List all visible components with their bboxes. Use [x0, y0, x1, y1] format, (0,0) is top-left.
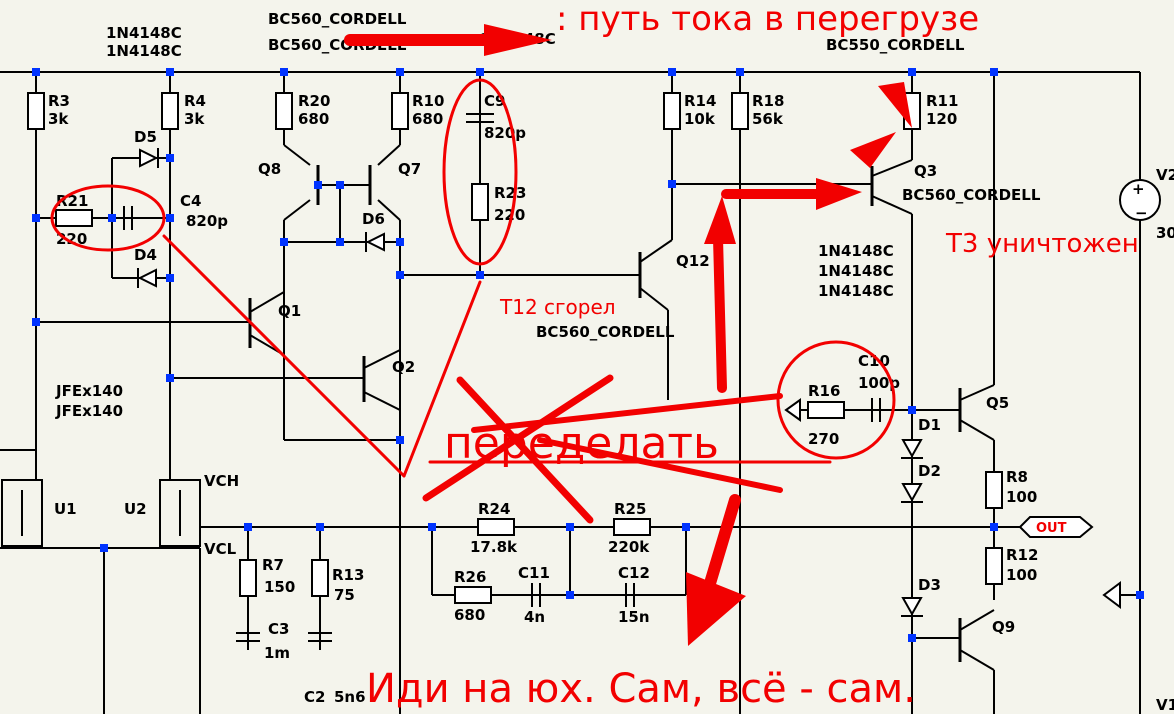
component-label: R25: [614, 500, 646, 518]
model-label: BC560_CORDELL: [536, 323, 675, 341]
component-label: C3: [268, 620, 289, 638]
svg-text:−: −: [1135, 204, 1148, 222]
component-label: VCH: [204, 472, 239, 490]
component-label: U1: [54, 500, 77, 518]
model-label: BC560_CORDELL: [268, 10, 407, 28]
component-label: D4: [134, 246, 157, 264]
component-label: Q9: [992, 618, 1015, 636]
component-label: 680: [454, 606, 485, 624]
component-label: V1: [1156, 696, 1174, 714]
resistors: [27, 92, 1003, 604]
jfet-blocks: [1, 479, 201, 547]
diodes: [137, 148, 923, 617]
component-label: R24: [478, 500, 510, 518]
component-label: 3k: [184, 110, 205, 128]
component-label: Q3: [914, 162, 937, 180]
component-label: D5: [134, 128, 157, 146]
component-label: Q2: [392, 358, 415, 376]
component-label: U2: [124, 500, 147, 518]
component-label: 4n: [524, 608, 545, 626]
out-port[interactable]: OUT: [1018, 516, 1094, 538]
component-label: 680: [298, 110, 329, 128]
component-label: 100: [1006, 566, 1037, 584]
component-label: R3: [48, 92, 70, 110]
model-label: JFEx140: [55, 402, 123, 420]
component-label: V2: [1156, 166, 1174, 184]
capacitors: [123, 113, 881, 642]
component-label: D1: [918, 416, 941, 434]
component-label: C12: [618, 564, 650, 582]
component-label: 10k: [684, 110, 716, 128]
component-label: 680: [412, 110, 443, 128]
component-label: VCL: [204, 540, 237, 558]
component-label: R18: [752, 92, 784, 110]
component-label: 75: [334, 586, 355, 604]
component-label: 17.8k: [470, 538, 518, 556]
input-arrow-icon: [784, 398, 801, 422]
annotation-t3-destroyed: T3 уничтожен: [945, 229, 1139, 259]
component-label: 30: [1156, 224, 1174, 242]
component-label: 820p: [186, 212, 228, 230]
model-label: JFEx140: [55, 382, 123, 400]
component-label: R7: [262, 556, 284, 574]
model-label: 1N4148C: [106, 24, 182, 42]
model-label: 1N4148C: [106, 42, 182, 60]
annotation-redo: переделать: [444, 418, 719, 469]
component-label: 3k: [48, 110, 69, 128]
v1-arrow-icon: [1102, 581, 1121, 609]
component-label: 56k: [752, 110, 784, 128]
component-label: R12: [1006, 546, 1038, 564]
component-label: R16: [808, 382, 840, 400]
red-annotations: : путь тока в перегрузе T3 уничтожен T12…: [50, 0, 1139, 712]
junction-nodes: [32, 68, 1144, 642]
component-label: 1m: [264, 644, 290, 662]
component-label: R20: [298, 92, 330, 110]
model-label: BC560_CORDELL: [902, 186, 1041, 204]
component-label: 120: [926, 110, 957, 128]
component-label: 820p: [484, 124, 526, 142]
model-label: 1N4148C: [818, 262, 894, 280]
model-label: 1N4148C: [818, 242, 894, 260]
component-label: 15n: [618, 608, 650, 626]
component-label: Q12: [676, 252, 710, 270]
out-label: OUT: [1036, 521, 1067, 536]
component-label: Q8: [258, 160, 281, 178]
component-label: R26: [454, 568, 486, 586]
component-label: C4: [180, 192, 201, 210]
component-labels: 1N4148C 1N4148C BC560_CORDELL BC560_CORD…: [48, 10, 1174, 714]
annotation-current-path: : путь тока в перегрузе: [556, 0, 979, 39]
component-label: 100: [1006, 488, 1037, 506]
component-label: C2: [304, 688, 325, 706]
component-label: 150: [264, 578, 295, 596]
component-label: 220: [494, 206, 525, 224]
component-label: R23: [494, 184, 526, 202]
component-label: R10: [412, 92, 444, 110]
component-label: R14: [684, 92, 716, 110]
component-label: Q1: [278, 302, 301, 320]
component-label: D3: [918, 576, 941, 594]
model-label: BC550_CORDELL: [826, 36, 965, 54]
component-label: R11: [926, 92, 958, 110]
wires: [0, 71, 1141, 714]
annotation-bottom-note: Иди на юх. Сам, всё - сам.: [366, 666, 916, 712]
model-label: 1N4148C: [818, 282, 894, 300]
component-label: 270: [808, 430, 839, 448]
svg-text:+: +: [1132, 180, 1145, 198]
component-label: 220: [56, 230, 87, 248]
component-label: Q7: [398, 160, 421, 178]
component-label: R8: [1006, 468, 1028, 486]
voltage-source-v2: + −: [1119, 179, 1161, 222]
component-label: 5n6: [334, 688, 366, 706]
component-label: R13: [332, 566, 364, 584]
component-label: C11: [518, 564, 550, 582]
component-label: Q5: [986, 394, 1009, 412]
annotation-t12-burnt: T12 сгорел: [499, 295, 616, 319]
component-label: 220k: [608, 538, 650, 556]
component-label: R4: [184, 92, 206, 110]
component-label: D6: [362, 210, 385, 228]
component-label: D2: [918, 462, 941, 480]
